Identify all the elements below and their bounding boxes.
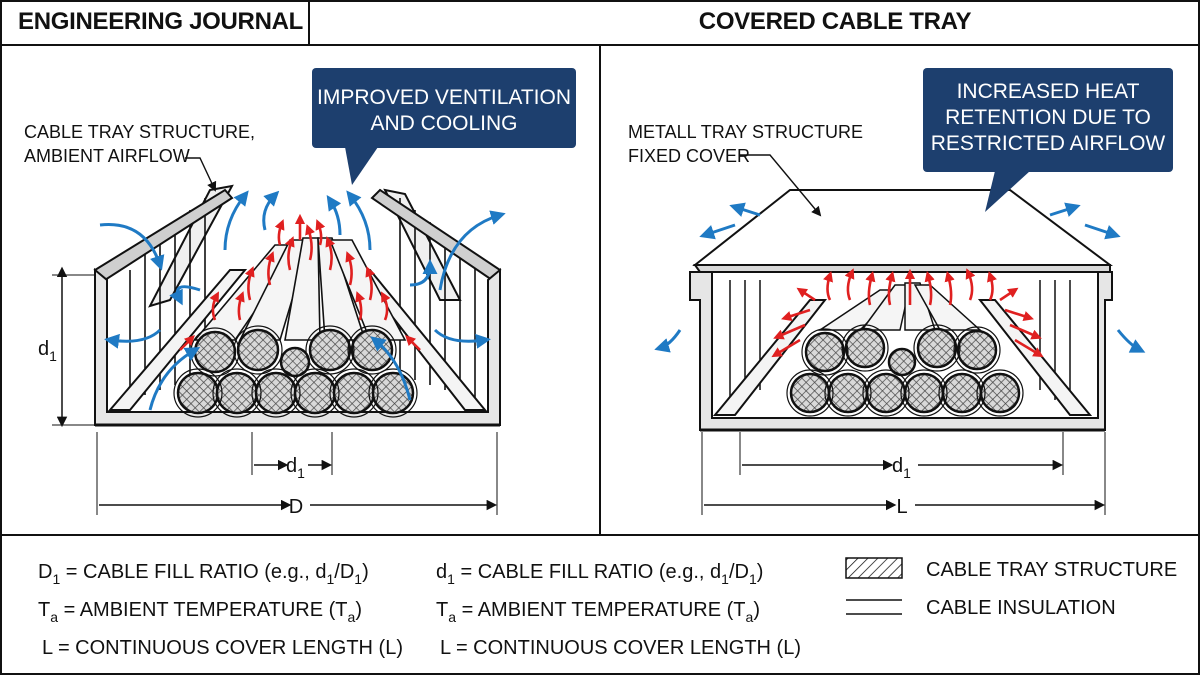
- legend-col1-row1: D1 = CABLE FILL RATIO (e.g., d1/D1): [38, 561, 369, 587]
- legend-key-structure: CABLE TRAY STRUCTURE: [926, 559, 1177, 581]
- legend-col2-row2: Ta = AMBIENT TEMPERATURE (Ta): [436, 599, 760, 625]
- left-label-line2: AMBIENT AIRFLOW: [24, 146, 190, 166]
- covered-tray-illustration: [654, 68, 1173, 515]
- left-callout-line2: AND COOLING: [370, 112, 517, 135]
- legend: D1 = CABLE FILL RATIO (e.g., d1/D1) Ta =…: [38, 557, 1177, 659]
- trapped-heat-arrows: [771, 268, 1044, 358]
- right-label-line2: FIXED COVER: [628, 146, 750, 166]
- legend-col2-row3: L = CONTINUOUS COVER LENGTH (L): [440, 637, 801, 659]
- legend-key-insulation: CABLE INSULATION: [926, 597, 1116, 619]
- open-tray-illustration: [52, 68, 576, 515]
- legend-col1-row3: L = CONTINUOUS COVER LENGTH (L): [42, 637, 403, 659]
- right-callout-line1: INCREASED HEAT: [957, 80, 1140, 103]
- right-dim-length: L: [896, 496, 907, 518]
- hatch-swatch-icon: [845, 557, 903, 579]
- restricted-airflow-arrows: [654, 202, 1146, 353]
- right-callout-line3: RESTRICTED AIRFLOW: [931, 132, 1166, 155]
- left-dim-inner: d1: [286, 455, 305, 481]
- legend-col1-row2: Ta = AMBIENT TEMPERATURE (Ta): [38, 599, 362, 625]
- left-label-line1: CABLE TRAY STRUCTURE,: [24, 122, 255, 142]
- left-dim-height: d1: [38, 338, 57, 364]
- left-dim-width: D: [289, 496, 303, 518]
- right-dim-inner: d1: [892, 455, 911, 481]
- legend-col2-row1: d1 = CABLE FILL RATIO (e.g., d1/D1): [436, 561, 763, 587]
- right-callout-line2: RETENTION DUE TO: [945, 106, 1151, 129]
- cool-airflow-arrows: [99, 190, 506, 411]
- insulation-lines-icon: [846, 599, 902, 615]
- right-label-line1: METALL TRAY STRUCTURE: [628, 122, 863, 142]
- heat-arrows: [179, 213, 421, 351]
- diagram-title: COVERED CABLE TRAY: [698, 8, 972, 35]
- left-callout-line1: IMPROVED VENTILATION: [317, 86, 571, 109]
- journal-title: ENGINEERING JOURNAL: [18, 8, 303, 35]
